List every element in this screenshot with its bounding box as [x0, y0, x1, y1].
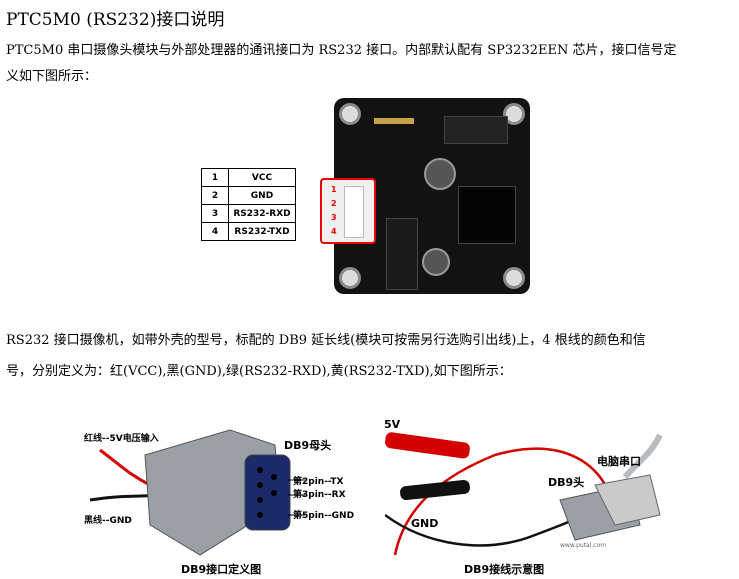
pin5-label: 第5pin--GND: [293, 511, 355, 521]
db9-female-label: DB9母头: [284, 439, 332, 452]
pin-signal: GND: [228, 186, 296, 205]
db9-pin-icon: [257, 497, 263, 503]
db9-head-label: DB9头: [548, 476, 585, 489]
db9-pin-icon: [257, 467, 263, 473]
mount-hole-icon: [339, 103, 361, 125]
watermark: www.putal.com: [560, 542, 607, 549]
db9-definition-photo: [89, 429, 305, 556]
pc-serial-label: 电脑串口: [597, 455, 641, 468]
pin-signal: VCC: [228, 168, 296, 187]
connector-pin-1: 1: [331, 185, 337, 194]
red-wire-icon: [393, 447, 617, 556]
page-title: PTC5M0 (RS232)接口说明: [6, 10, 225, 30]
pin-num: 2: [201, 186, 229, 205]
transceiver-chip-icon: [386, 218, 418, 290]
right-caption: DB9接线示意图: [464, 563, 545, 576]
memory-chip-icon: [444, 116, 508, 144]
mount-hole-icon: [339, 267, 361, 289]
screw-icon: [422, 248, 450, 276]
black-wire-label: 黑线--GND: [84, 516, 132, 526]
left-caption: DB9接口定义图: [181, 563, 262, 576]
db9-female-face-icon: [244, 454, 291, 531]
camera-board-photo: [334, 98, 530, 294]
processor-chip-icon: [458, 186, 516, 244]
pin-signal: RS232-RXD: [228, 204, 296, 223]
black-clip-icon: [400, 479, 470, 501]
connector-pin-2: 2: [331, 199, 337, 208]
intro-line-2: 义如下图所示：: [6, 69, 98, 84]
db9-pin-icon: [257, 512, 263, 518]
5v-label: 5V: [384, 418, 401, 431]
red-wire-icon: [99, 448, 151, 487]
pin3-label: 第3pin--RX: [293, 490, 346, 500]
mount-hole-icon: [503, 103, 525, 125]
db9-pin-icon: [271, 474, 277, 480]
pin-num: 4: [201, 222, 229, 241]
connector-pin-4: 4: [331, 227, 337, 236]
gnd-label: GND: [411, 517, 439, 530]
db9-wiring-photo: [385, 432, 663, 556]
connector-pin-3: 3: [331, 213, 337, 222]
body-line-2: 号，分别定义为：红(VCC),黑(GND),绿(RS232-RXD),黄(RS2…: [6, 364, 512, 379]
red-clip-icon: [385, 432, 470, 459]
pin-num: 1: [201, 168, 229, 187]
pin-signal: RS232-TXD: [228, 222, 296, 241]
pin2-label: 第2pin--TX: [293, 477, 344, 487]
body-line-1: RS232 接口摄像机，如带外壳的型号，标配的 DB9 延长线(模块可按需另行选…: [6, 333, 646, 348]
red-wire-label: 红线--5V电压输入: [84, 434, 159, 444]
header-pins-icon: [374, 118, 414, 124]
mount-hole-icon: [503, 267, 525, 289]
db9-pin-icon: [257, 482, 263, 488]
db9-pin-icon: [271, 490, 277, 496]
intro-line-1: PTC5M0 串口摄像头模块与外部处理器的通讯接口为 RS232 接口。内部默认…: [6, 43, 677, 58]
serial-cable-icon: [622, 433, 663, 479]
lens-mount-icon: [424, 158, 456, 190]
pin-num: 3: [201, 204, 229, 223]
pc-serial-plug-icon: [594, 474, 661, 526]
rs232-connector: 1 2 3 4: [320, 178, 376, 244]
connector-housing-icon: [344, 186, 364, 238]
